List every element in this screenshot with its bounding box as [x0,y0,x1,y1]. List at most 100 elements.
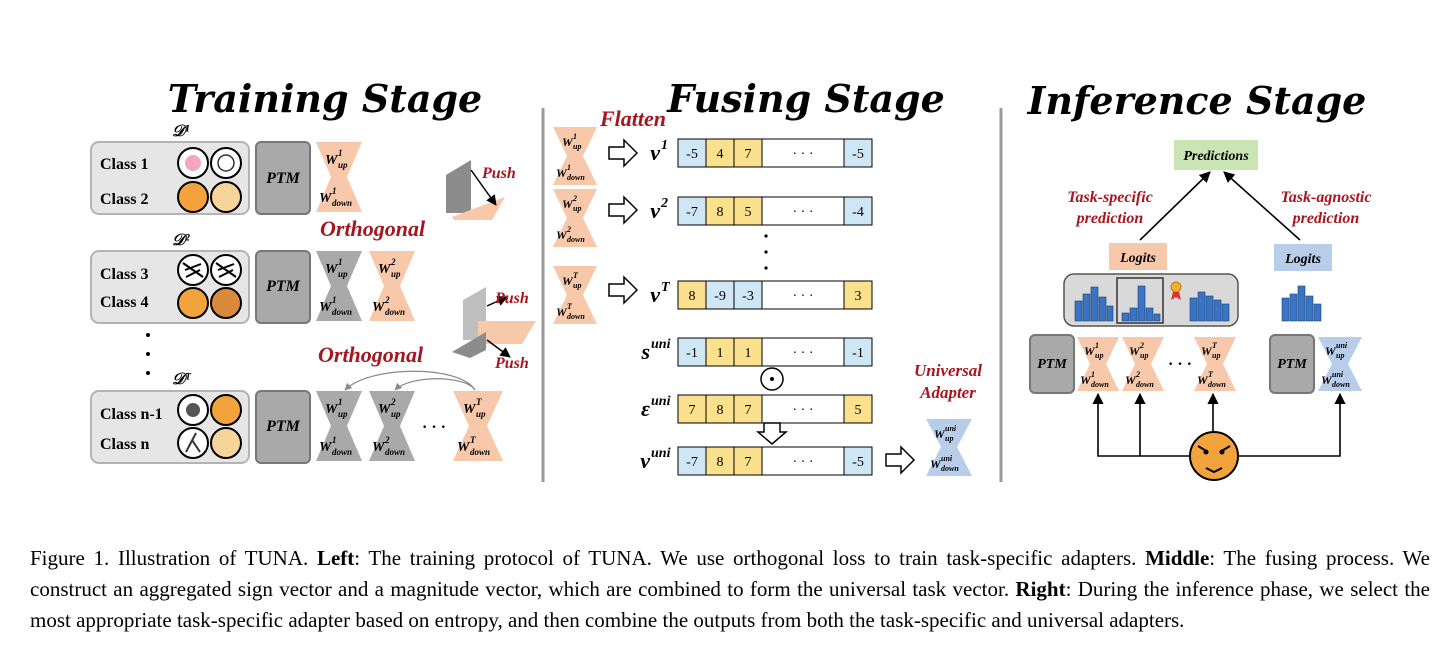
svg-text:up: up [1336,351,1344,360]
vector-cell [733,280,763,310]
vector-cell-value: -3 [742,289,754,304]
svg-text:W: W [325,262,339,277]
vector-cell-value: · · · [793,289,814,304]
svg-text:up: up [1095,351,1103,360]
inference-adapter-1: W 1 up W 1 down [1077,337,1119,391]
ptm-label: PTM [1277,357,1307,372]
vector-cell-value: 8 [717,205,724,220]
svg-text:W: W [378,402,392,417]
vector-cell-value: 8 [717,403,724,418]
vector-cell-value: 1 [717,346,724,361]
caption-intro: Illustration of TUNA. [117,546,309,570]
inference-stage-title: Inference Stage [1027,78,1367,123]
fuse-adapter-t: W T up W T down [553,266,597,324]
svg-text:W: W [372,300,386,315]
svg-text:W: W [1080,373,1092,387]
caption-right-text: : During the inference phase, we select … [30,577,1430,632]
vector-superscript: uni [651,446,671,461]
vector-cell-value: · · · [793,455,814,470]
fusing-stage-title: Fusing Stage [666,76,945,121]
caption-middle-text: : The fusing process. We construct an ag… [30,546,1430,601]
vector-label: v [650,198,660,223]
svg-text:W: W [463,402,477,417]
svg-text:1: 1 [1095,341,1099,350]
svg-text:1: 1 [338,397,343,407]
svg-text:2: 2 [1135,370,1140,379]
svg-text:T: T [573,271,579,280]
svg-text:1: 1 [338,257,343,267]
adapter-t-orange: W T up W T down [453,391,503,461]
flatten-label: Flatten [599,106,666,131]
ptm-label: PTM [265,278,301,295]
animal-icons-t [177,394,242,459]
tiger-cub-icon [177,181,209,213]
svg-text:down: down [332,307,352,317]
push-label: Push [481,165,516,182]
svg-text:1: 1 [332,186,337,196]
push-label: Push [494,355,529,372]
caption-left-text: : The training protocol of TUNA. We use … [354,546,1137,570]
svg-text:1: 1 [338,148,343,158]
arrow-logits-to-predictions [1223,171,1301,241]
adapter-1-orange: W 1 up W 1 down [316,142,362,212]
fuse-adapter-1: W 1 up W 1 down [553,127,597,185]
vector-cell [843,337,873,367]
caption-right-label: Right [1015,577,1066,601]
inference-universal-adapter: W uni up W uni down [1318,337,1362,391]
figure-caption: Figure 1. Illustration of TUNA. Left: Th… [30,543,1430,636]
vector-cell [843,196,873,226]
to-universal-arrow [885,445,916,475]
vector-cell [761,280,845,310]
vector-superscript: uni [651,394,671,409]
svg-text:W: W [372,440,386,455]
selected-histogram [1116,277,1164,324]
vector-cell [761,138,845,168]
dataset-t-box [90,390,250,464]
class-label: Class 4 [100,294,148,311]
svg-text:down: down [332,198,352,208]
class-label: Class 1 [100,156,148,173]
svg-text:1: 1 [332,295,337,305]
vector-cell-value: -4 [852,205,864,220]
vector-cell [843,394,873,424]
horizontal-ellipsis: · · · [1168,356,1192,373]
vector-cell [677,394,707,424]
svg-text:T: T [470,435,476,445]
vector-cell [705,394,735,424]
predictions-label: Predictions [1183,149,1249,164]
vector-cell-value: 7 [745,147,752,162]
svg-text:up: up [573,281,581,290]
vector-cell-value: 7 [745,403,752,418]
orthogonal-arrows [344,370,476,391]
vector-label: s [640,339,650,364]
svg-text:uni: uni [945,424,957,433]
vector-cell [761,337,845,367]
pig-outline-icon [210,147,242,179]
logits-label: Logits [1284,252,1321,267]
class-label: Class 3 [100,266,148,283]
vector-cell-value: 8 [689,289,696,304]
svg-text:up: up [338,269,348,279]
vector-label: ε [641,396,650,421]
push-label: Push [494,290,529,307]
vector-cell [843,446,873,476]
svg-text:uni: uni [941,454,953,463]
inference-adapter-2: W 2 up W 2 down [1122,337,1164,391]
caption-left-label: Left [316,546,355,570]
vector-cell-value: -9 [714,289,726,304]
svg-text:W: W [457,440,471,455]
vector-cell-value: 7 [689,403,696,418]
svg-text:up: up [391,409,401,419]
svg-text:up: up [338,409,348,419]
vector-cell-value: 5 [745,205,752,220]
tiger-icon [210,394,242,426]
svg-text:W: W [325,402,339,417]
task-agnostic-label-line1: Task-agnostic [1281,189,1372,206]
task-agnostic-label-line2: prediction [1291,210,1360,227]
vector-cell-value: 7 [745,455,752,470]
svg-text:1: 1 [567,163,571,172]
svg-text:uni: uni [1336,341,1348,350]
arrow-logits-to-predictions [1139,171,1211,241]
vector-cell [705,280,735,310]
adapter-1-gray: W 1 up W 1 down [316,391,362,461]
